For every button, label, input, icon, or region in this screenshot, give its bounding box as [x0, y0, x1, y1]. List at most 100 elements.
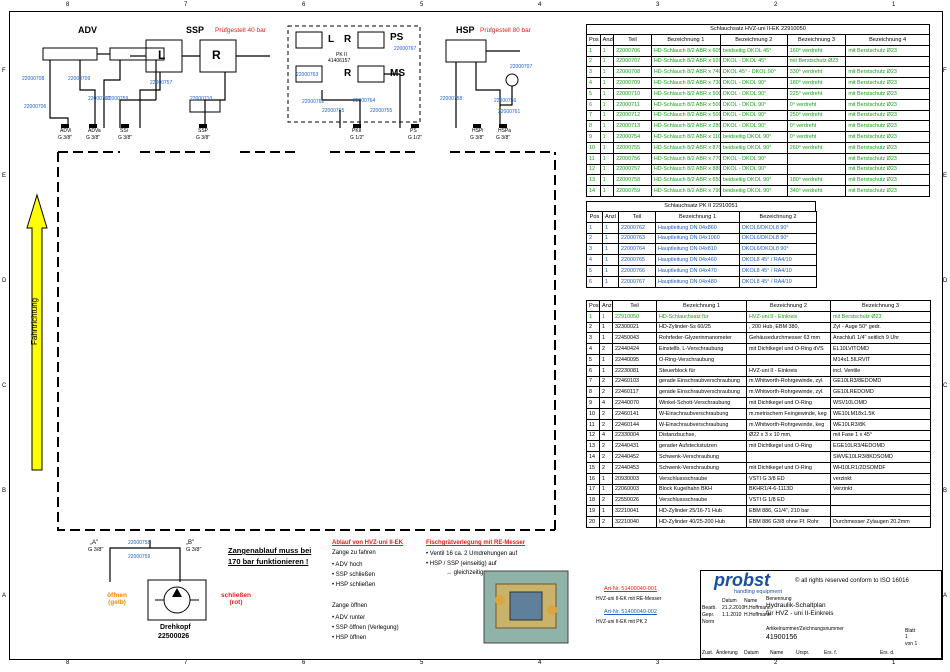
- table-cell: 17: [586, 483, 600, 496]
- table-cell: 340° verdreht: [786, 185, 847, 197]
- port-label: SSP: [198, 128, 209, 134]
- port-marker: [353, 124, 361, 128]
- port-label: ADVa: [88, 128, 101, 134]
- table-cell: 1: [599, 163, 615, 176]
- grid-row-left: B: [2, 488, 7, 494]
- port-b-thread: G 3/8": [186, 547, 202, 553]
- hsp-title: HSP: [456, 25, 475, 35]
- table-cell: Hauptleitung DN 04x480: [655, 275, 740, 288]
- table-header-cell: Anzl: [599, 300, 613, 312]
- table-cell: 22060003: [612, 483, 657, 496]
- grid-col-top: 8: [66, 2, 70, 8]
- fishbone-title: Fischgrätverlegung mit RE-Messer: [426, 540, 526, 546]
- hose-a-label: 22000758: [128, 540, 151, 546]
- port-thread: G 1/2": [408, 135, 423, 141]
- table-cell: Verschlussschraube: [656, 472, 747, 485]
- table-cell: mit Berstschutz Ø23: [845, 44, 930, 57]
- table-cell: mit Berstschutz Ø23: [845, 98, 930, 111]
- grid-row-right: B: [943, 488, 948, 494]
- hose-label: 22000758: [440, 96, 463, 102]
- table-cell: mit Berstschutz Ø23: [845, 185, 930, 197]
- table-cell: 1: [599, 332, 613, 345]
- table-header-cell: Bezeichnung 2: [719, 34, 788, 46]
- table-cell: DKOL 45° - DKOL 90°: [719, 66, 788, 79]
- direction-label: Fahrtrichtung: [30, 297, 39, 345]
- table-cell: Winkel-Schott-Verschraubung: [656, 397, 747, 409]
- table-cell: EGE10LR3/4EDOMD: [830, 440, 931, 453]
- table-cell: 9: [586, 397, 600, 409]
- table-cell: 1: [599, 310, 613, 323]
- table-cell: DKOL8 45° / RA4/10: [739, 275, 817, 288]
- table-cell: DKOL - DKOL 90°: [719, 98, 788, 111]
- revision-label: Bearb.: [702, 605, 717, 611]
- table-cell: mit Berstschutz Ø23: [845, 163, 930, 176]
- benennung-label: Benennung: [766, 596, 792, 602]
- table-cell: mit Berstschutz Ø23: [845, 87, 930, 100]
- fishbone-items: • Ventil 16 ca. 2 Umdrehungen auf• HSP /…: [426, 549, 517, 569]
- hose-label: 22000755: [370, 108, 393, 114]
- table-cell: 22000757: [613, 163, 652, 176]
- table-cell: 22460103: [612, 375, 657, 388]
- table-cell: [830, 505, 931, 517]
- table-cell: 1: [602, 232, 619, 245]
- table-cell: Schwenk-Verschraubung: [656, 461, 747, 474]
- ssp-subtitle: Prüfgestell 40 bar: [215, 27, 266, 34]
- port-b: „B": [186, 540, 195, 546]
- table-cell: mit Berstschutz Ø23: [845, 131, 930, 143]
- table-cell: 22000759: [613, 185, 652, 197]
- table-cell: 2: [599, 515, 613, 528]
- table-cell: 7: [586, 109, 601, 122]
- table-cell: 4: [586, 343, 600, 355]
- table-cell: beidseitig DKOL 45°: [719, 44, 788, 57]
- table-header-cell: Bezeichnung 3: [786, 34, 847, 46]
- grid-col-top: 5: [420, 2, 424, 8]
- table-cell: 2: [599, 386, 613, 399]
- article-1: Art-Nr. 51400040-001: [604, 586, 657, 592]
- adv-title: ADV: [78, 25, 98, 35]
- table-cell: 1: [599, 483, 613, 496]
- table-cell: 4: [599, 429, 613, 442]
- table-cell: 2: [586, 321, 600, 334]
- open-procedure-steps: • ADV hoch• SSP schließen• HSP schließen: [332, 560, 375, 590]
- hose-label: 22000764: [353, 98, 376, 104]
- hose-label: 22000710: [190, 96, 213, 102]
- table-cell: beidseitig DKOL 90°: [719, 131, 788, 143]
- table-cell: DKOL - DKOL 90°: [719, 120, 788, 133]
- table-cell: 20: [586, 515, 600, 528]
- table-cell: 11: [586, 152, 601, 165]
- table-cell: 1: [599, 44, 615, 57]
- table-header-cell: Bezeichnung 2: [746, 300, 831, 312]
- drawing-title-1: Hydraulik-Schaltplan: [766, 602, 826, 609]
- hsp-cylinder: [445, 39, 487, 63]
- port-marker: [89, 124, 97, 128]
- table-cell: 1: [599, 66, 615, 79]
- footer-cell: Ers. d.: [880, 650, 895, 656]
- article-2: Art-Nr. 51400040-002: [604, 609, 657, 615]
- sheet-total: von 1: [905, 641, 918, 647]
- table-cell: HD-Schlauch 8/2 ABR x 500: [650, 109, 721, 122]
- table-cell: HD-Zylinder-Ss 60/25: [656, 321, 747, 334]
- table-cell: DKOL6/DKOL8 90°: [739, 221, 817, 234]
- table-cell: 2: [586, 55, 601, 68]
- table-cell: 16: [586, 472, 600, 485]
- grid-col-top: 4: [538, 2, 542, 8]
- table-cell: EL10LVITOMD: [830, 343, 931, 355]
- table-cell: 22910050: [612, 310, 657, 323]
- table-cell: 22450043: [612, 332, 657, 345]
- table-cell: GE10LR3/8EDOMD: [830, 375, 931, 388]
- table-cell: 15: [586, 461, 600, 474]
- revision-label: Gepr.: [702, 612, 715, 618]
- footer-cell: Zust.: [702, 650, 714, 656]
- table-header-cell: Teil: [613, 34, 652, 46]
